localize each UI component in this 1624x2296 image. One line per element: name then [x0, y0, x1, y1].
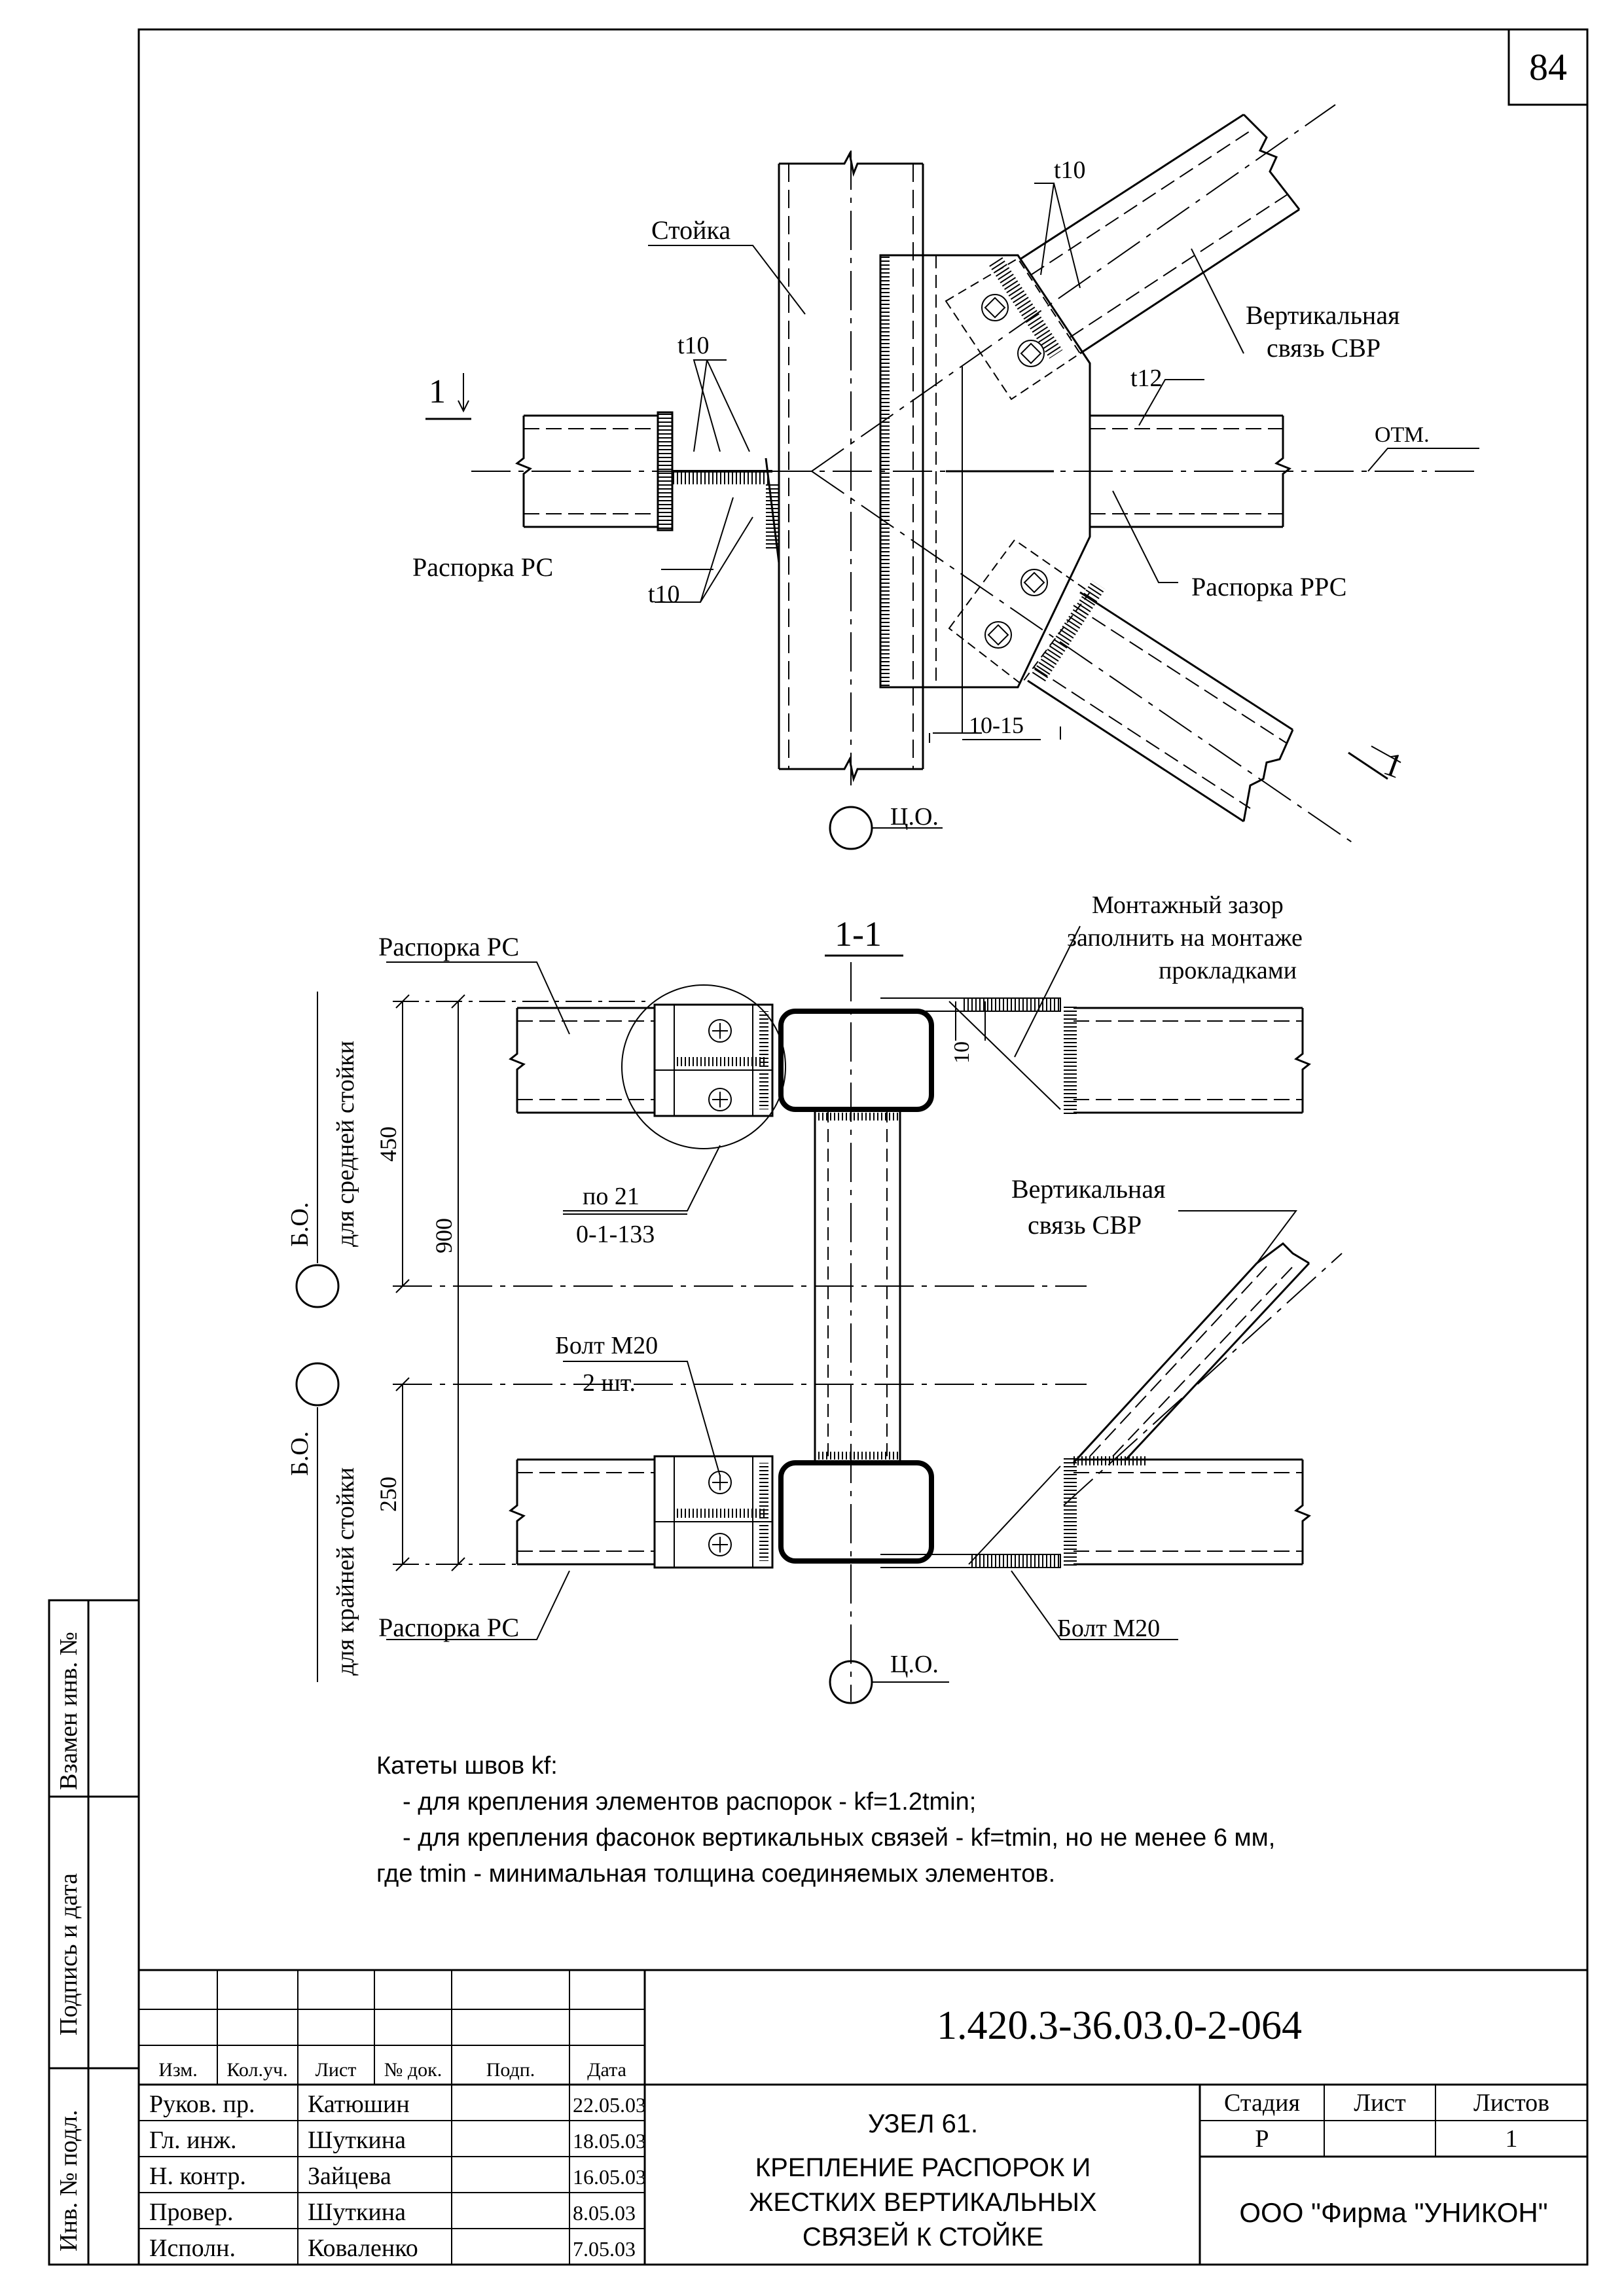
sheet-number: 84 — [1529, 46, 1567, 88]
date: 7.05.03 — [573, 2237, 636, 2261]
notes-line-4: где tmin - минимальная толщина соединяем… — [376, 1860, 1055, 1888]
notes-line-2: - для крепления элементов распорок - kf=… — [403, 1788, 976, 1816]
sheet-header: Лист — [1354, 2089, 1406, 2117]
role: Руков. пр. — [149, 2090, 255, 2118]
label-bolt-1: Болт М20 — [555, 1332, 658, 1359]
side-label-inv-no: Инв. № подл. — [55, 2109, 82, 2251]
label-strut-right: Распорка РРС — [1191, 572, 1346, 601]
node-title-2: КРЕПЛЕНИЕ РАСПОРОК И — [755, 2153, 1091, 2182]
dim-450: 450 — [375, 1126, 401, 1162]
dim-900: 900 — [431, 1218, 457, 1253]
section-title: 1-1 — [835, 914, 882, 954]
right-strut — [946, 414, 1291, 528]
upper-brace — [811, 104, 1336, 472]
doc-code: 1.420.3-36.03.0-2-064 — [937, 2003, 1302, 2048]
lower-brace — [811, 471, 1356, 845]
company-name: ООО "Фирма "УНИКОН" — [1239, 2197, 1547, 2228]
label-ref-2: 0-1-133 — [576, 1221, 655, 1248]
sheets-value: 1 — [1506, 2125, 1518, 2153]
date: 16.05.03 — [573, 2165, 646, 2189]
name: Зайцева — [308, 2162, 391, 2190]
label-otm: ОТМ. — [1375, 423, 1430, 447]
label-brace-top-2: связь СВР — [1267, 333, 1380, 363]
stage-value: Р — [1255, 2125, 1269, 2153]
col-izm: Изм. — [158, 2059, 198, 2081]
leaders-top — [648, 183, 1479, 740]
label-co-section: Ц.О. — [890, 1651, 939, 1678]
left-strut — [515, 411, 780, 564]
top-view — [425, 104, 1479, 850]
label-brace-top-1: Вертикальная — [1246, 300, 1400, 330]
label-strut-top: Распорка РС — [378, 932, 519, 961]
label-t10-left: t10 — [677, 332, 710, 359]
date: 18.05.03 — [573, 2129, 646, 2153]
col-sign: Подп. — [486, 2059, 535, 2081]
date: 8.05.03 — [573, 2201, 636, 2225]
notes-line-3: - для крепления фасонок вертикальных свя… — [403, 1824, 1275, 1852]
stage-header: Стадия — [1224, 2089, 1300, 2117]
side-label-sign-date: Подпись и дата — [55, 1873, 82, 2036]
name: Шуткина — [308, 2126, 406, 2154]
section-mark-right: 1 — [1379, 745, 1407, 785]
label-bo-top: Б.О. — [286, 1202, 314, 1247]
label-bolt-2: 2 шт. — [583, 1369, 636, 1397]
section-view — [295, 925, 1343, 1704]
title-block — [137, 1969, 1589, 2266]
label-co-top: Ц.О. — [890, 803, 939, 831]
dim-250: 250 — [375, 1477, 401, 1512]
label-strut-left: Распорка РС — [412, 552, 553, 582]
label-brace-section-1: Вертикальная — [1011, 1174, 1166, 1204]
label-bo-bottom-sub: для крайней стойки — [332, 1467, 359, 1676]
label-bo-top-sub: для средней стойки — [332, 1041, 359, 1247]
role: Исполн. — [149, 2234, 236, 2262]
date: 22.05.03 — [573, 2093, 646, 2117]
col-date: Дата — [587, 2059, 626, 2081]
label-column: Стойка — [651, 215, 731, 245]
role: Н. контр. — [149, 2162, 246, 2190]
label-gap-3: прокладками — [1159, 957, 1297, 984]
label-gap-2: заполнить на монтаже — [1067, 924, 1303, 952]
column — [778, 151, 924, 785]
side-stamp — [48, 1599, 140, 2266]
section-mark-left: 1 — [429, 373, 446, 410]
side-label-replace: Взамен инв. № — [55, 1632, 82, 1790]
sheets-header: Листов — [1473, 2089, 1549, 2117]
label-bolt-bottom: Болт М20 — [1057, 1615, 1160, 1642]
name: Катюшин — [308, 2090, 410, 2118]
col-doc-no: № док. — [384, 2059, 442, 2081]
col-kol-uch: Кол.уч. — [226, 2059, 287, 2081]
gusset-plate-t12 — [879, 254, 1091, 743]
label-gap: 10-15 — [969, 712, 1024, 738]
node-title-4: СВЯЗЕЙ К СТОЙКЕ — [803, 2221, 1043, 2251]
label-brace-section-2: связь СВР — [1028, 1210, 1142, 1240]
notes-line-1: Катеты швов kf: — [376, 1752, 558, 1780]
label-ref-1: по 21 — [583, 1183, 640, 1210]
name: Коваленко — [308, 2234, 418, 2262]
node-title-1: УЗЕЛ 61. — [868, 2109, 978, 2138]
label-t10-bottom: t10 — [648, 581, 680, 608]
role: Провер. — [149, 2198, 234, 2226]
col-list: Лист — [316, 2059, 357, 2081]
node-title-3: ЖЕСТКИХ ВЕРТИКАЛЬНЫХ — [749, 2188, 1096, 2217]
label-t12: t12 — [1130, 365, 1163, 392]
label-t10-top: t10 — [1054, 156, 1086, 184]
label-strut-bottom: Распорка РС — [378, 1613, 519, 1642]
label-bo-bottom: Б.О. — [286, 1431, 314, 1476]
name: Шуткина — [308, 2198, 406, 2226]
label-dim-10: 10 — [950, 1041, 974, 1064]
label-gap-1: Монтажный зазор — [1092, 891, 1284, 919]
people-rows: Руков. пр. Катюшин 22.05.03 Гл. инж. Шут… — [149, 2090, 646, 2262]
role: Гл. инж. — [149, 2126, 237, 2154]
